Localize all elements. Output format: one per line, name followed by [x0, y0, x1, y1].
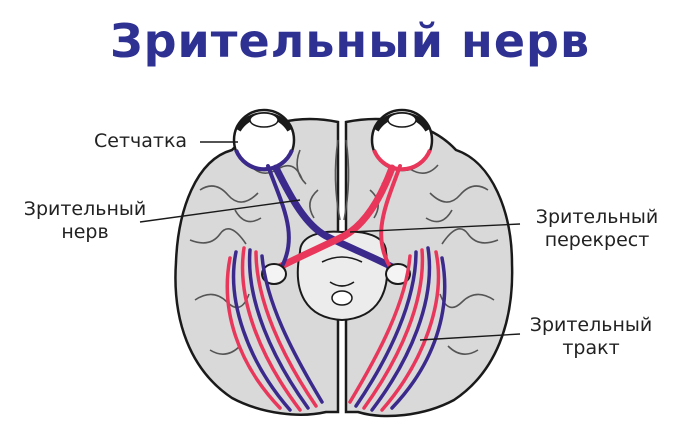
brain [174, 117, 514, 418]
left-geniculate-body [261, 263, 287, 285]
right-eye [370, 108, 434, 172]
left-eye [232, 108, 296, 172]
label-optic-nerve: Зрительный нерв [12, 198, 158, 244]
optic-nerves [266, 164, 406, 276]
label-optic-tract-line2: тракт [562, 337, 620, 359]
leader-lines [139, 141, 521, 341]
label-optic-chiasm-line2: перекрест [544, 229, 650, 251]
label-optic-tract: Зрительный тракт [516, 314, 666, 360]
diagram-title: Зрительный нерв [109, 14, 591, 68]
label-optic-tract-line1: Зрительный [529, 314, 653, 336]
label-retina: Сетчатка [94, 130, 188, 152]
label-optic-nerve-line2: нерв [61, 221, 109, 243]
optic-radiation-right [348, 246, 447, 412]
label-optic-chiasm-line1: Зрительный [535, 206, 659, 228]
label-optic-nerve-line1: Зрительный [23, 198, 147, 220]
optic-radiation-left [225, 246, 324, 412]
label-optic-chiasm: Зрительный перекрест [522, 206, 672, 252]
right-geniculate-body [385, 263, 411, 285]
